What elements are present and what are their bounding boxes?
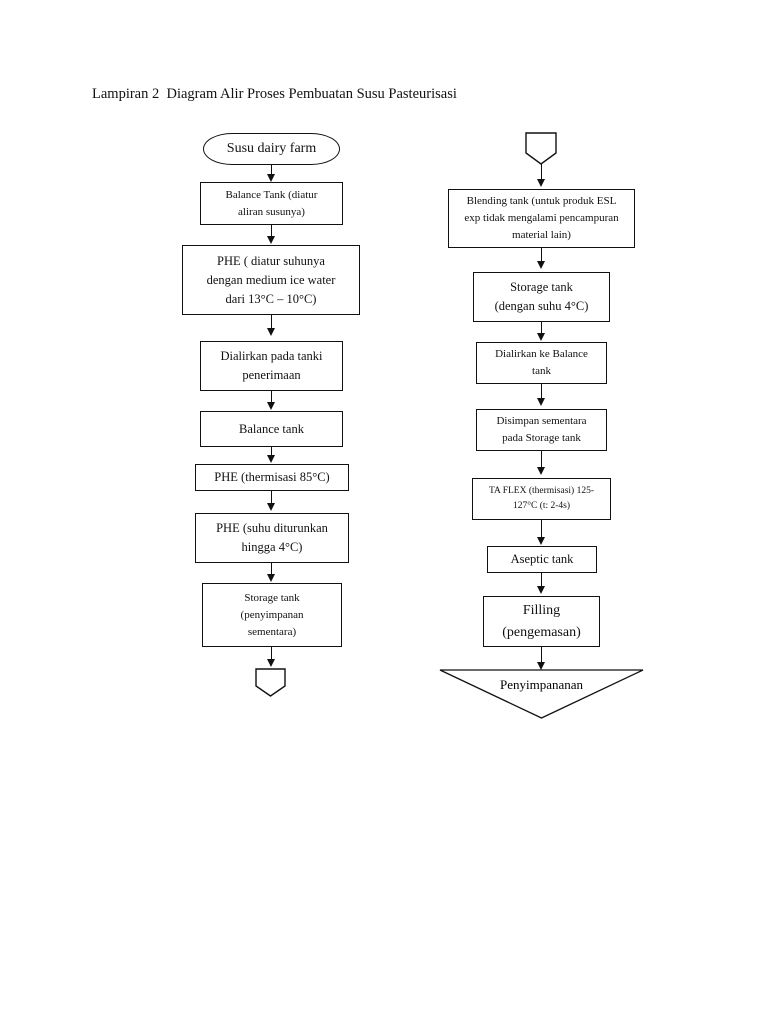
connector-line <box>270 447 273 456</box>
node-aseptic-tank[interactable]: Aseptic tank <box>487 546 597 573</box>
arrow-head-icon <box>536 537 545 545</box>
connector-line <box>270 491 273 504</box>
node-balance-tank-1[interactable]: Balance Tank (diatur aliran susunya) <box>200 182 343 225</box>
node-label: PHE (thermisasi 85°C) <box>214 470 330 484</box>
node-phe-ice-water[interactable]: PHE ( diatur suhunya dengan medium ice w… <box>182 245 360 315</box>
arrow-head-icon <box>536 662 545 670</box>
pentagon-connector-icon <box>525 132 557 165</box>
connector-line <box>540 647 543 664</box>
connector-pentagon-bottom-left[interactable] <box>255 668 286 697</box>
arrow-head-icon <box>266 236 275 244</box>
connector-line <box>540 520 543 538</box>
arrow-head-icon <box>266 503 275 511</box>
arrow-head-icon <box>266 174 275 182</box>
node-label: Storage tank (dengan suhu 4°C) <box>494 280 589 313</box>
pentagon-connector-icon <box>255 668 286 697</box>
node-label: Storage tank (penyimpanan sementara) <box>240 591 304 638</box>
connector-line <box>540 451 543 469</box>
node-filling[interactable]: Filling (pengemasan) <box>483 596 600 647</box>
node-label: PHE (suhu diturunkan hingga 4°C) <box>216 521 328 554</box>
connector-line <box>270 225 273 237</box>
node-label: Blending tank (untuk produk ESL exp tida… <box>464 195 619 241</box>
arrow-head-icon <box>536 586 545 594</box>
arrow-head-icon <box>266 659 275 667</box>
arrow-head-icon <box>266 328 275 336</box>
node-storage-tank-4c[interactable]: Storage tank (dengan suhu 4°C) <box>473 272 610 322</box>
connector-line <box>270 315 273 330</box>
connector-line <box>270 647 273 661</box>
node-label: Disimpan sementara pada Storage tank <box>496 415 587 444</box>
node-phe-suhu-diturunkan[interactable]: PHE (suhu diturunkan hingga 4°C) <box>195 513 349 563</box>
arrow-head-icon <box>536 398 545 406</box>
arrow-head-icon <box>266 574 275 582</box>
connector-line <box>540 322 543 334</box>
connector-line <box>540 384 543 400</box>
node-label: Balance tank <box>239 421 304 436</box>
arrow-head-icon <box>266 402 275 410</box>
connector-line <box>270 391 273 403</box>
node-balance-tank-2[interactable]: Balance tank <box>200 411 343 447</box>
connector-pentagon-top-right[interactable] <box>525 132 557 165</box>
node-label: Susu dairy farm <box>226 141 317 156</box>
node-dialirkan-balance[interactable]: Dialirkan ke Balance tank <box>476 342 607 384</box>
node-penyimpananan[interactable]: Penyimpananan <box>439 669 644 719</box>
node-susu-dairy-farm[interactable]: Susu dairy farm <box>203 133 340 165</box>
connector-line <box>540 573 543 587</box>
arrow-head-icon <box>536 261 545 269</box>
inverted-triangle-icon <box>439 669 644 719</box>
node-tanki-penerimaan[interactable]: Dialirkan pada tanki penerimaan <box>200 341 343 391</box>
arrow-head-icon <box>536 467 545 475</box>
node-label: Aseptic tank <box>510 552 574 566</box>
node-label: Dialirkan pada tanki penerimaan <box>220 349 323 382</box>
node-ta-flex[interactable]: TA FLEX (thermisasi) 125- 127°C (t: 2-4s… <box>472 478 611 520</box>
connector-line <box>540 164 543 180</box>
arrow-head-icon <box>536 179 545 187</box>
node-label: PHE ( diatur suhunya dengan medium ice w… <box>206 253 336 306</box>
arrow-head-icon <box>266 455 275 463</box>
node-label: Penyimpananan <box>499 677 584 692</box>
node-phe-thermisasi[interactable]: PHE (thermisasi 85°C) <box>195 464 349 491</box>
connector-line <box>540 248 543 263</box>
connector-line <box>270 165 273 177</box>
node-storage-tank-sementara[interactable]: Storage tank (penyimpanan sementara) <box>202 583 342 647</box>
node-blending-tank[interactable]: Blending tank (untuk produk ESL exp tida… <box>448 189 635 248</box>
node-label: Dialirkan ke Balance tank <box>495 348 588 377</box>
node-label: TA FLEX (thermisasi) 125- 127°C (t: 2-4s… <box>488 486 595 511</box>
page-title: Lampiran 2 Diagram Alir Proses Pembuatan… <box>92 86 457 102</box>
arrow-head-icon <box>536 333 545 341</box>
node-disimpan-sementara[interactable]: Disimpan sementara pada Storage tank <box>476 409 607 451</box>
node-label: Filling (pengemasan) <box>502 602 581 640</box>
connector-line <box>270 563 273 575</box>
node-label: Balance Tank (diatur aliran susunya) <box>225 188 318 218</box>
